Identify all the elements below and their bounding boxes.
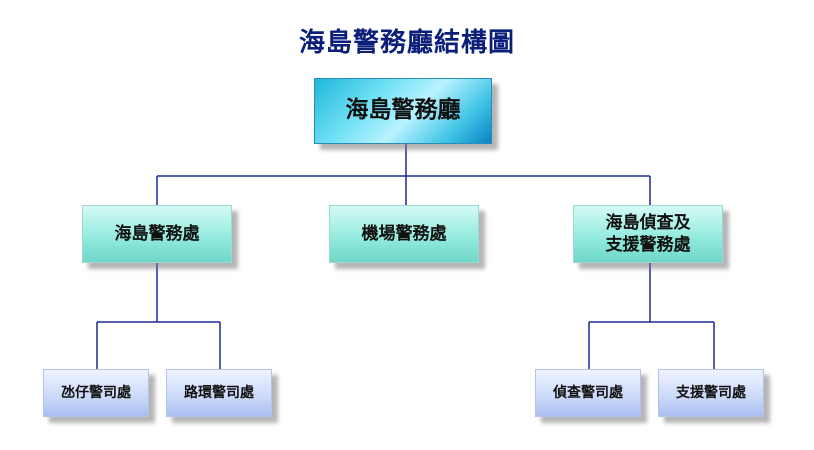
station-node-label: 路環警司處 xyxy=(184,384,254,401)
station-node-label: 支援警司處 xyxy=(676,384,746,401)
station-node-taipa: 氹仔警司處 xyxy=(43,369,149,417)
station-node-label: 偵查警司處 xyxy=(553,384,623,401)
chart-title: 海島警務廳結構圖 xyxy=(298,28,515,58)
root-node: 海島警務廳 xyxy=(314,78,492,144)
station-node-label: 氹仔警司處 xyxy=(61,384,131,401)
station-node-investigation: 偵查警司處 xyxy=(535,369,641,417)
division-node-label: 機場警務處 xyxy=(361,223,447,244)
station-node-support: 支援警司處 xyxy=(658,369,764,417)
root-node-label: 海島警務廳 xyxy=(345,97,461,124)
division-node-label: 海島警務處 xyxy=(114,223,200,244)
station-node-coloane: 路環警司處 xyxy=(166,369,272,417)
division-node-airport-police: 機場警務處 xyxy=(329,205,479,263)
division-node-label: 海島偵查及 支援警務處 xyxy=(605,212,691,255)
division-node-island-police: 海島警務處 xyxy=(82,205,232,263)
division-node-investigation-support: 海島偵查及 支援警務處 xyxy=(573,205,723,263)
